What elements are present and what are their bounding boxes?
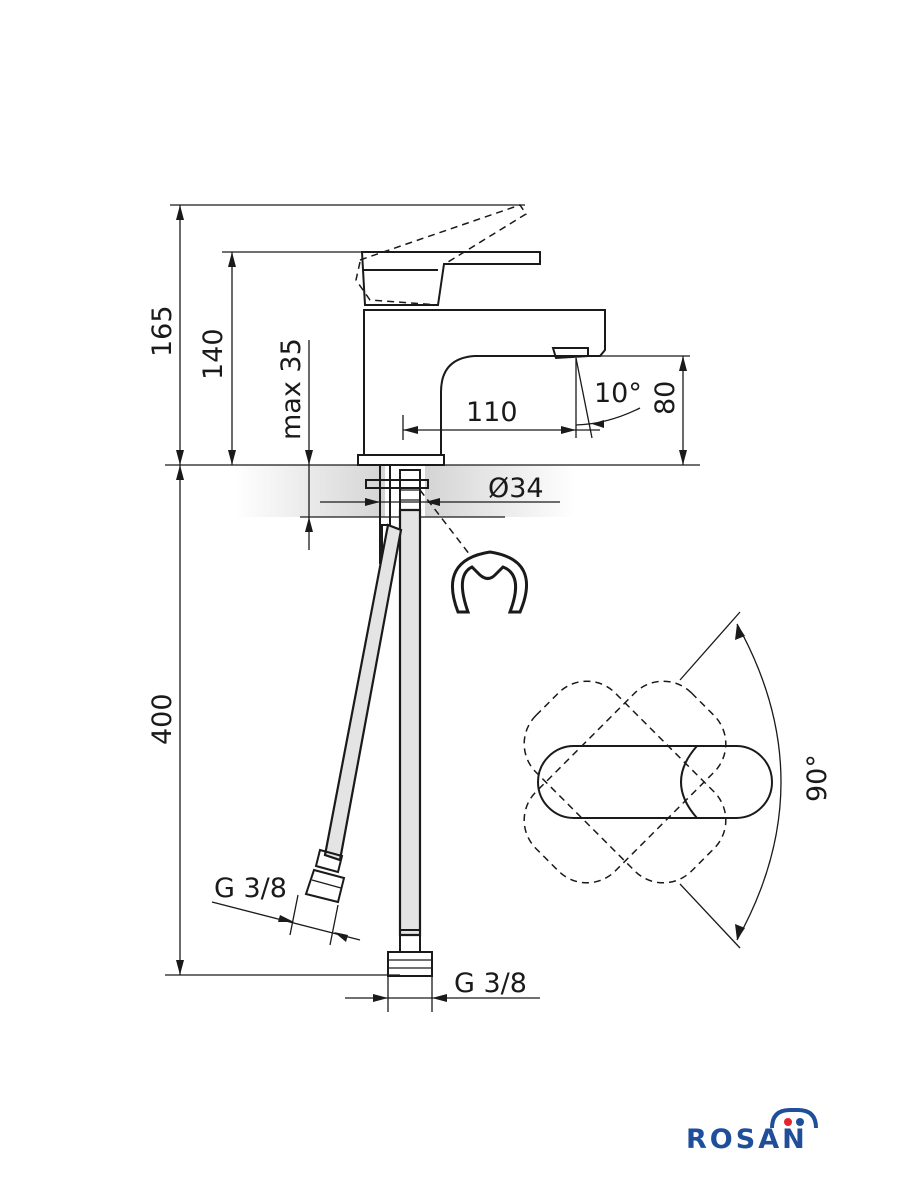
countertop-section (165, 464, 700, 518)
dim-spout-reach: 110 (466, 397, 518, 428)
logo-arch (770, 1108, 818, 1129)
hose-connector-left (304, 848, 346, 904)
brand-logo: ROSAN (686, 1108, 818, 1155)
dim-body-height: 140 (198, 328, 229, 380)
logo-red-dot (784, 1118, 792, 1126)
dim-connector-right: G 3/8 (454, 968, 527, 999)
faucet-body (355, 204, 606, 466)
dim-spout-angle: 10° (594, 378, 642, 409)
dim-hose-length: 400 (147, 693, 178, 745)
dim-spout-height: 80 (650, 381, 681, 415)
flexible-hoses (304, 508, 433, 977)
lever-rotation-view (523, 611, 782, 949)
dim-hole-diameter: Ø34 (488, 473, 544, 504)
fixing-washer (419, 489, 529, 614)
dim-connector-left: G 3/8 (214, 873, 287, 904)
dim-total-height: 165 (147, 305, 178, 357)
dimension-lines (165, 204, 690, 1012)
logo-blue-dot (796, 1118, 804, 1126)
hose-connector-right (387, 929, 433, 977)
dim-lever-rotation: 90° (802, 754, 833, 802)
brand-name: ROSAN (686, 1124, 808, 1155)
dim-max-counter: max 35 (276, 338, 307, 440)
